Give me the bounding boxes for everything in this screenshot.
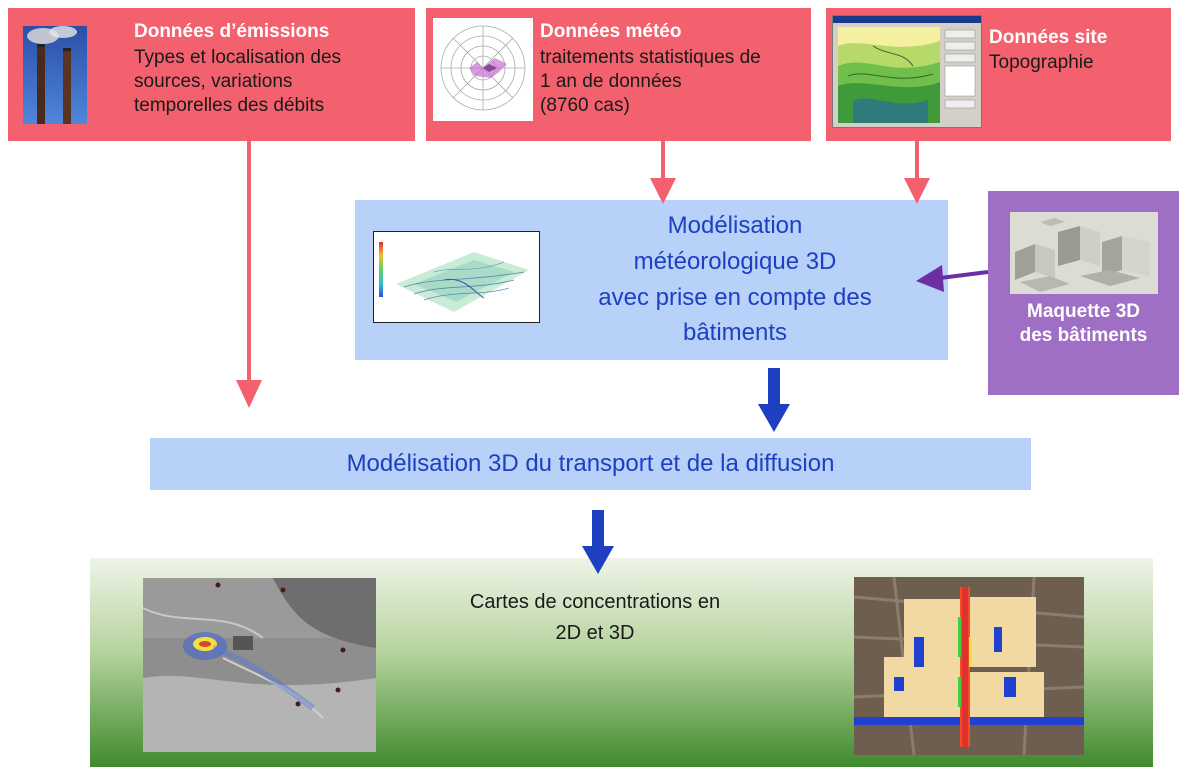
concentration-maps-box: Cartes de concentrations en 2D et 3D	[90, 558, 1153, 767]
meteo-modelling-line-4: bâtiments	[682, 319, 788, 346]
buildings-model-box: Maquette 3D des bâtiments	[988, 191, 1179, 395]
meteo-title: Données météo	[540, 21, 682, 42]
aerial-concentration-map-icon	[142, 578, 376, 752]
wind-rose-icon	[433, 18, 533, 121]
meteo-data-box: Données météo traitements statistiques d…	[426, 8, 811, 141]
city-3d-concentration-map-icon	[853, 576, 1085, 756]
meteo-modelling-line-3: avec prise en compte des	[598, 284, 872, 311]
meteo-line-3: (8760 cas)	[540, 95, 630, 116]
red-arrow-emissions	[236, 141, 262, 408]
red-arrow-site	[904, 141, 930, 204]
buildings-model-line-2: des bâtiments	[1019, 325, 1148, 346]
buildings-3d-icon	[1010, 212, 1158, 294]
meteo-modelling-box: Modélisation météorologique 3D avec pris…	[355, 200, 948, 360]
transport-diffusion-label: Modélisation 3D du transport et de la di…	[346, 450, 835, 477]
site-title: Données site	[989, 27, 1108, 48]
chimney-photo-icon	[23, 26, 87, 124]
blue-arrow-meteo-to-transport	[758, 368, 790, 432]
red-arrow-meteo	[650, 141, 676, 204]
emissions-line-1: Types et localisation des	[134, 47, 342, 68]
concentration-maps-line-2: 2D et 3D	[555, 622, 635, 644]
meteo-line-1: traitements statistiques de	[540, 47, 761, 68]
emissions-data-box: Données d’émissions Types et localisatio…	[8, 8, 415, 141]
emissions-title: Données d’émissions	[134, 21, 330, 42]
topography-screenshot-icon	[832, 15, 982, 128]
site-line-1: Topographie	[989, 52, 1094, 73]
transport-diffusion-box: Modélisation 3D du transport et de la di…	[150, 438, 1031, 490]
site-data-box: Données site Topographie	[826, 8, 1171, 141]
buildings-model-line-1: Maquette 3D	[1027, 301, 1140, 322]
terrain-3d-icon	[373, 231, 540, 323]
emissions-line-2: sources, variations	[134, 71, 293, 92]
meteo-modelling-line-2: météorologique 3D	[633, 248, 837, 275]
emissions-line-3: temporelles des débits	[134, 95, 325, 116]
concentration-maps-line-1: Cartes de concentrations en	[469, 591, 721, 613]
meteo-modelling-line-1: Modélisation	[667, 212, 803, 239]
meteo-line-2: 1 an de données	[540, 71, 682, 92]
